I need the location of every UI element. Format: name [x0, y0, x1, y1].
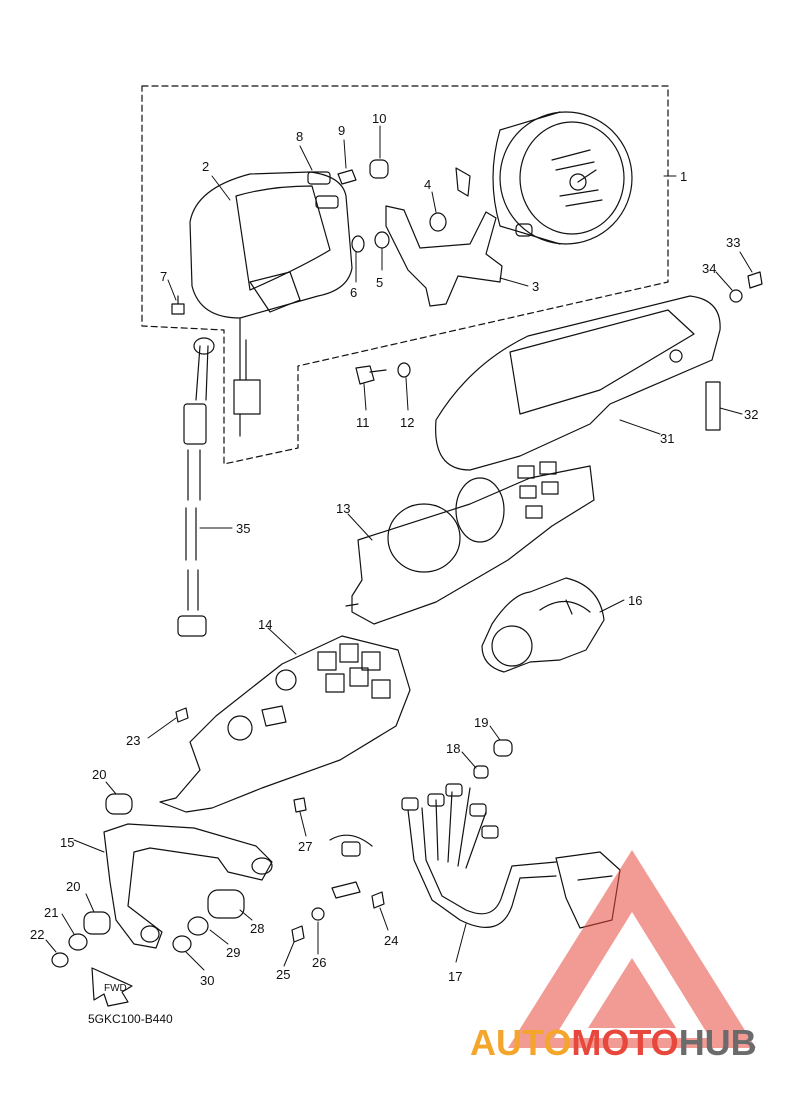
- watermark-part-auto: AUTO: [470, 1022, 572, 1063]
- callout-29: 29: [226, 945, 241, 960]
- meter-case: [190, 172, 352, 318]
- callout-15: 15: [60, 835, 75, 850]
- screw-7: [172, 296, 184, 314]
- washer-5: [375, 232, 389, 248]
- bracket-26-clip: [332, 882, 360, 898]
- washer-34: [730, 290, 742, 302]
- upper-cover: [436, 296, 720, 470]
- callout-31: 31: [660, 431, 675, 446]
- callout-8: 8: [296, 129, 304, 144]
- callout-26: 26: [312, 955, 327, 970]
- watermark-part-moto: MOTO: [571, 1022, 679, 1063]
- screw-33: [748, 272, 762, 288]
- callout-10: 10: [372, 111, 387, 126]
- callout-17: 17: [448, 969, 463, 984]
- callout-20-lower: 20: [66, 879, 81, 894]
- screw-25: [292, 926, 304, 942]
- callout-7: 7: [160, 269, 168, 284]
- callout-3: 3: [532, 279, 540, 294]
- nut-30: [173, 936, 191, 952]
- lens-19: [494, 740, 512, 756]
- washer-26: [312, 908, 324, 920]
- screw-23: [176, 708, 188, 722]
- callout-4: 4: [424, 177, 432, 192]
- mounting-bracket: [104, 824, 272, 948]
- collar-21: [69, 934, 87, 950]
- callout-14: 14: [258, 617, 273, 632]
- callout-18: 18: [446, 741, 461, 756]
- damper-20-upper: [106, 794, 132, 814]
- callout-30: 30: [200, 973, 215, 988]
- callout-16: 16: [628, 593, 643, 608]
- bolt-11: [356, 366, 386, 384]
- callout-1: 1: [680, 169, 688, 184]
- washer-12: [398, 363, 410, 377]
- callout-35: 35: [236, 521, 251, 536]
- callout-22: 22: [30, 927, 45, 942]
- callout-25: 25: [276, 967, 291, 982]
- callout-27: 27: [298, 839, 313, 854]
- bulb-18: [474, 766, 488, 778]
- callout-9: 9: [338, 123, 346, 138]
- collar-29: [188, 917, 208, 935]
- meter-dial: [482, 578, 604, 672]
- callout-28: 28: [250, 921, 265, 936]
- meter-assembly-boundary: [142, 86, 668, 464]
- callout-2: 2: [202, 159, 210, 174]
- callout-32: 32: [744, 407, 759, 422]
- bulb-9: [338, 170, 356, 184]
- callout-19: 19: [474, 715, 489, 730]
- callout-5: 5: [376, 275, 384, 290]
- rubber-strip-32: [706, 382, 720, 430]
- callout-13: 13: [336, 501, 351, 516]
- damper-20-lower: [84, 912, 110, 934]
- fwd-label: FWD: [104, 983, 127, 994]
- callout-6: 6: [350, 285, 358, 300]
- nut-22: [52, 953, 68, 967]
- damper-28: [208, 890, 244, 918]
- speedometer-unit: [493, 112, 632, 244]
- lens-cap-10: [370, 160, 388, 178]
- meter-case-harness: [234, 318, 260, 436]
- forward-direction-arrow: [92, 968, 132, 1006]
- screw-24: [372, 892, 384, 908]
- meter-housing: [346, 462, 594, 624]
- instrument-housing: [160, 636, 410, 812]
- watermark-logo: [508, 850, 756, 1048]
- callout-20-upper: 20: [92, 767, 107, 782]
- screw-27: [294, 798, 306, 812]
- callout-34: 34: [702, 261, 717, 276]
- callout-33: 33: [726, 235, 741, 250]
- watermark-wordmark: AUTOMOTOHUB: [470, 1022, 757, 1064]
- callout-24: 24: [384, 933, 399, 948]
- meter-bracket: [386, 168, 502, 306]
- speedometer-cable: [178, 338, 214, 636]
- callout-12: 12: [400, 415, 415, 430]
- callout-21: 21: [44, 905, 59, 920]
- bulb-socket-8: [308, 172, 338, 208]
- watermark-part-hub: HUB: [678, 1022, 757, 1063]
- collar-6: [352, 236, 364, 252]
- callout-23: 23: [126, 733, 141, 748]
- leader-lines: [46, 126, 752, 970]
- callout-11: 11: [356, 415, 370, 430]
- grommet-4: [430, 213, 446, 231]
- drawing-code: 5GKC100-B440: [88, 1012, 173, 1026]
